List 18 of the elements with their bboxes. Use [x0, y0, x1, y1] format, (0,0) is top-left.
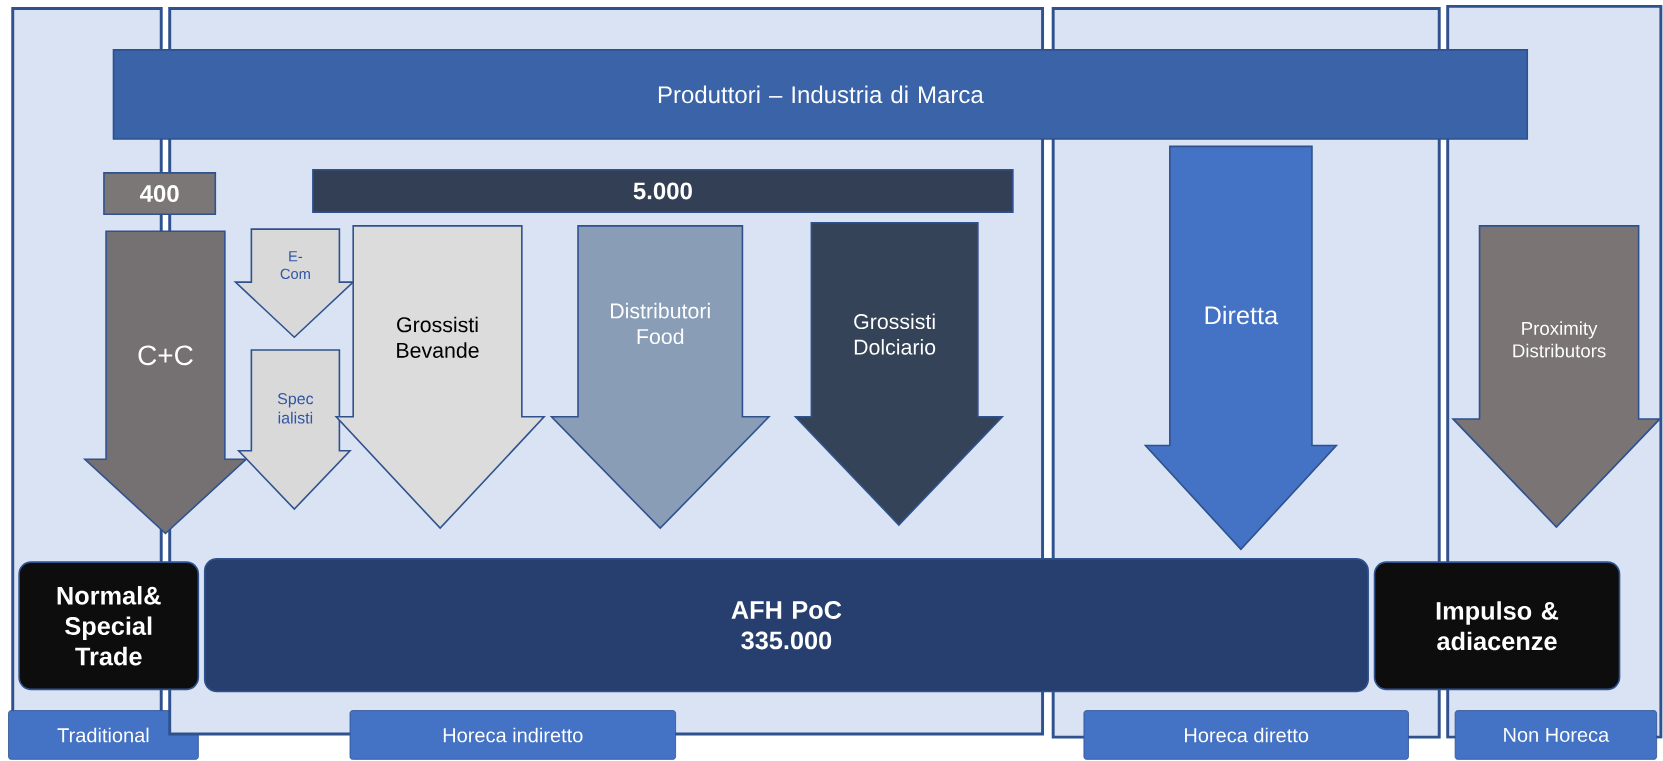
bar: Produttori – Industria di Marca: [112, 48, 1529, 140]
tab-label: Non Horeca: [1454, 709, 1658, 760]
rounded-box: AFH PoC 335.000: [203, 557, 1369, 693]
tab-label: Horeca diretto: [1083, 709, 1409, 760]
down-pointing-box: Spec ialisti: [236, 348, 352, 510]
down-pointing-box: E-Com: [233, 228, 356, 339]
down-pointing-box: Distributori Food: [549, 224, 771, 530]
down-pointing-box: Grossisti Dolciario: [793, 221, 1005, 526]
down-pointing-box: Diretta: [1143, 145, 1339, 551]
rounded-box: Normal& Special Trade: [18, 561, 200, 690]
down-pointing-box: C+C: [82, 230, 249, 535]
tab-label: Horeca indiretto: [349, 709, 676, 760]
down-pointing-box: Proximity Distributors: [1451, 224, 1662, 529]
bar: 5.000: [312, 168, 1014, 213]
bar: 400: [103, 171, 217, 215]
down-pointing-box: Grossisti Bevande: [334, 224, 546, 530]
rounded-box: Impulso & adiacenze: [1373, 561, 1621, 690]
tab-label: Traditional: [8, 709, 199, 760]
